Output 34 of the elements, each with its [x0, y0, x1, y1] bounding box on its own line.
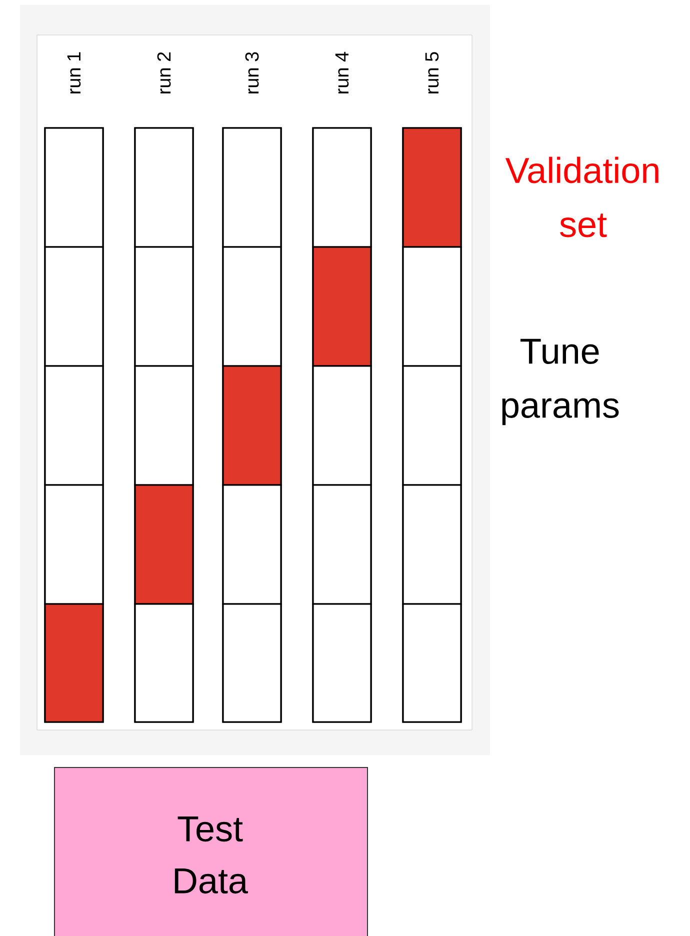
side-label: Tune params [502, 338, 619, 426]
shaded-cell [222, 365, 282, 486]
side-label: Validation set [505, 156, 658, 238]
cell [44, 365, 104, 486]
box-label: Test Data [174, 816, 248, 894]
cell [222, 127, 282, 248]
cell [222, 484, 282, 605]
shaded-cell [134, 484, 194, 605]
shaded-cell [312, 246, 372, 367]
cell [312, 127, 372, 248]
column-heading: run 2 [157, 52, 171, 94]
cell [402, 484, 462, 605]
cell [402, 365, 462, 486]
column-heading: run 1 [67, 52, 81, 94]
cell [44, 484, 104, 605]
test-data-box [54, 767, 368, 936]
column-heading: run 5 [425, 52, 439, 94]
cell [134, 365, 194, 486]
shaded-cell [402, 127, 462, 248]
cell [222, 246, 282, 367]
cell [312, 484, 372, 605]
column-heading: run 4 [335, 52, 349, 94]
cell [312, 603, 372, 723]
cell [44, 246, 104, 367]
shaded-cell [44, 603, 104, 723]
cell [134, 246, 194, 367]
cell [402, 246, 462, 367]
column-heading: run 3 [245, 52, 259, 94]
cell [312, 365, 372, 486]
cell [402, 603, 462, 723]
cell [222, 603, 282, 723]
cell [134, 603, 194, 723]
cell [44, 127, 104, 248]
cell [134, 127, 194, 248]
